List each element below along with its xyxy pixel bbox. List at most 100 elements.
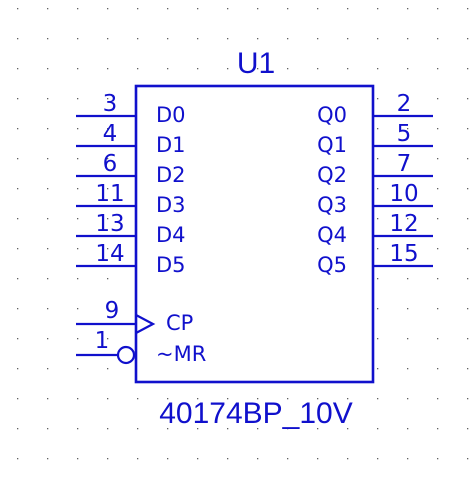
pin-q2[interactable]: 7Q2	[317, 151, 433, 187]
part-number: 40174BP_10V	[159, 397, 353, 430]
grid-dot	[377, 428, 379, 430]
grid-dot	[467, 98, 469, 100]
grid-dot	[47, 38, 49, 40]
grid-dot	[17, 398, 19, 400]
grid-dot	[107, 398, 109, 400]
grid-dot	[107, 278, 109, 280]
grid-dot	[17, 98, 19, 100]
grid-dot	[287, 8, 289, 10]
grid-dot	[317, 398, 319, 400]
grid-dot	[467, 338, 469, 340]
grid-dot	[77, 188, 79, 190]
grid-dot	[287, 398, 289, 400]
grid-dot	[437, 278, 439, 280]
component-ref: U1	[237, 47, 275, 80]
grid-dot	[287, 68, 289, 70]
grid-dot	[467, 398, 469, 400]
grid-dot	[17, 368, 19, 370]
clock-pin-name: CP	[166, 311, 193, 335]
grid-dot	[407, 218, 409, 220]
pin-name: Q2	[317, 163, 347, 187]
grid-dot	[407, 278, 409, 280]
grid-dot	[227, 38, 229, 40]
reset-pin[interactable]: 1 ~MR	[76, 328, 206, 366]
grid-dot	[467, 38, 469, 40]
pin-q0[interactable]: 2Q0	[317, 91, 433, 127]
grid-dot	[437, 188, 439, 190]
grid-dot	[47, 158, 49, 160]
grid-dot	[77, 38, 79, 40]
grid-dot	[77, 338, 79, 340]
grid-dot	[107, 98, 109, 100]
pin-name: D3	[156, 193, 186, 217]
pin-name: D2	[156, 163, 186, 187]
grid-dot	[317, 458, 319, 460]
grid-dot	[47, 218, 49, 220]
grid-dot	[107, 188, 109, 190]
grid-dot	[347, 428, 349, 430]
grid-dot	[107, 368, 109, 370]
pin-name: Q1	[317, 133, 347, 157]
grid-dot	[47, 68, 49, 70]
grid-dot	[77, 248, 79, 250]
grid-dot	[77, 458, 79, 460]
grid-dot	[377, 338, 379, 340]
pin-name: Q5	[317, 253, 347, 277]
pin-q1[interactable]: 5Q1	[317, 121, 433, 157]
reset-pin-number: 1	[95, 328, 110, 354]
grid-dot	[17, 188, 19, 190]
grid-dot	[377, 158, 379, 160]
grid-dot	[287, 428, 289, 430]
grid-dot	[77, 428, 79, 430]
grid-dot	[47, 128, 49, 130]
grid-dot	[257, 398, 259, 400]
grid-dot	[47, 398, 49, 400]
grid-dot	[167, 68, 169, 70]
grid-dot	[437, 338, 439, 340]
grid-dot	[437, 158, 439, 160]
grid-dot	[287, 458, 289, 460]
grid-dot	[137, 8, 139, 10]
grid-dot	[167, 458, 169, 460]
grid-dot	[407, 368, 409, 370]
grid-dot	[287, 38, 289, 40]
grid-dot	[17, 278, 19, 280]
grid-dot	[197, 38, 199, 40]
grid-dot	[17, 38, 19, 40]
grid-dot	[17, 308, 19, 310]
grid-dot	[437, 98, 439, 100]
pin-number: 13	[95, 211, 124, 237]
grid-dot	[467, 128, 469, 130]
grid-dot	[377, 248, 379, 250]
grid-dot	[47, 188, 49, 190]
grid-dot	[407, 158, 409, 160]
clock-pin-number: 9	[105, 298, 120, 324]
grid-dot	[17, 338, 19, 340]
grid-dot	[17, 158, 19, 160]
clock-pin[interactable]: 9 CP	[76, 298, 193, 335]
grid-dot	[407, 188, 409, 190]
grid-dot	[107, 218, 109, 220]
grid-dot	[47, 428, 49, 430]
ic-body[interactable]	[134, 84, 375, 384]
grid-dot	[107, 158, 109, 160]
grid-dot	[317, 68, 319, 70]
grid-dot	[47, 98, 49, 100]
grid-dot	[437, 68, 439, 70]
grid-dot	[107, 428, 109, 430]
grid-dot	[227, 8, 229, 10]
grid-dot	[377, 38, 379, 40]
grid-dot	[467, 188, 469, 190]
grid-dot	[17, 218, 19, 220]
grid-dot	[107, 458, 109, 460]
grid-dot	[377, 458, 379, 460]
